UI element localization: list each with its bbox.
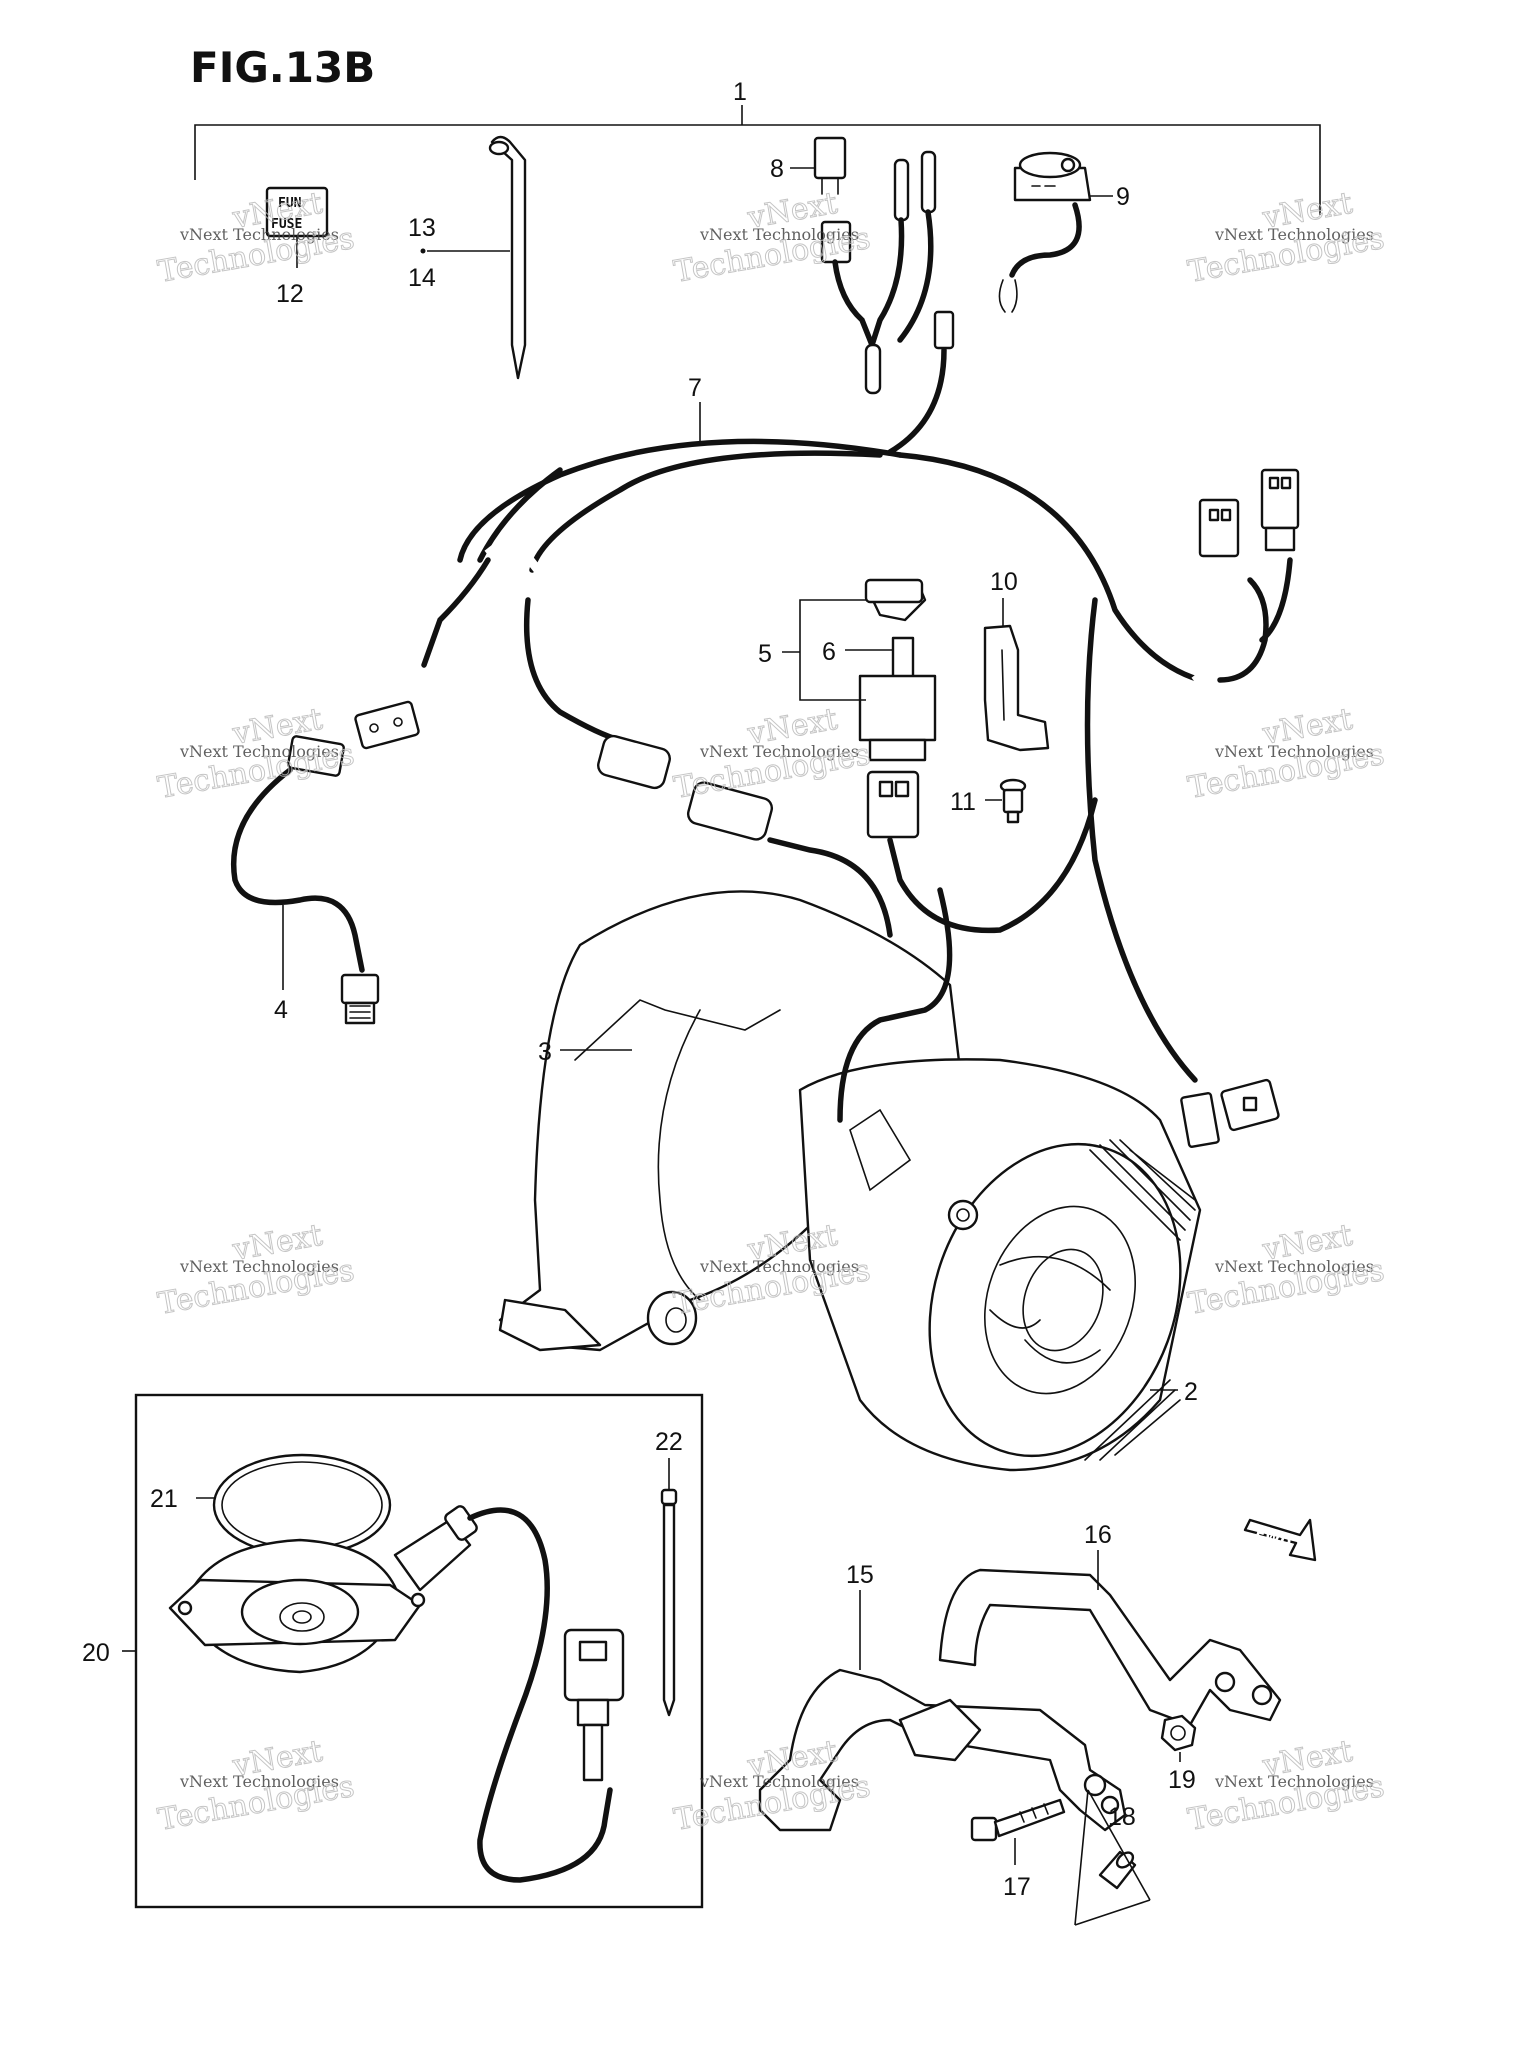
fwd-label: FWD [1253, 1525, 1293, 1552]
callout-9: 9 [1116, 183, 1130, 211]
main-wiring-harness: 7 [421, 374, 1293, 1083]
watermark-text: vNext Technologies [179, 225, 339, 244]
relay-assembly: 5 6 [758, 578, 937, 839]
callout-2: 2 [1184, 1378, 1198, 1406]
harness-connectors-right [1198, 468, 1300, 558]
inline-connectors [287, 700, 774, 841]
callout-13: 13 [408, 214, 436, 242]
callout-17: 17 [1003, 1873, 1031, 1901]
watermark-text: vNext Technologies [1214, 225, 1374, 244]
callout-21: 21 [150, 1485, 178, 1513]
fuse-sub-harness [832, 209, 955, 455]
watermark-text: vNext Technologies [179, 742, 339, 761]
watermark-text: vNext Technologies [699, 1772, 859, 1791]
fuse-label-sticker: FUN FUSE 12 [265, 186, 329, 308]
fan-bracket-15: 15 [758, 1561, 1127, 1832]
cable-tie: 13 14 [408, 135, 527, 380]
fuse-label-line1: FUN [278, 196, 302, 211]
watermark-text: vNext Technologies [1214, 1772, 1374, 1791]
cooling-fan-motor: 2 [767, 837, 1202, 1472]
fuse-label-line2: FUSE [271, 217, 302, 232]
callout-4: 4 [274, 996, 288, 1024]
assembly-bracket: 1 [194, 78, 1321, 215]
callout-22: 22 [655, 1428, 683, 1456]
ignition-module: 9 [998, 151, 1130, 313]
forward-arrow-icon: FWD [1243, 1518, 1317, 1562]
watermark-text: vNext Technologies [699, 742, 859, 761]
watermark-text: vNext Technologies [699, 225, 859, 244]
bracket-bolt: 11 [950, 778, 1027, 824]
inset-box: 20 [82, 1393, 704, 1909]
relay-bracket: 10 [983, 568, 1050, 752]
callout-1: 1 [733, 78, 747, 106]
callout-8: 8 [770, 155, 784, 183]
fan-bracket-16: 16 [938, 1521, 1282, 1727]
nut-19: 19 [1160, 1714, 1197, 1794]
fan-motor-connector [1180, 1078, 1280, 1148]
thermo-switch-housing: 21 [150, 1453, 625, 1883]
fan-shroud: 3 [498, 890, 962, 1352]
callout-11: 11 [950, 788, 976, 816]
callout-5: 5 [758, 640, 772, 668]
inset-cable-tie: 22 [655, 1428, 683, 1717]
thermo-switch: 4 [231, 767, 380, 1025]
watermark-text: vNext Technologies [699, 1257, 859, 1276]
watermark-text: vNext Technologies [179, 1257, 339, 1276]
callout-14: 14 [408, 264, 436, 292]
callout-3: 3 [538, 1038, 552, 1066]
watermark-text: vNext Technologies [1214, 1257, 1374, 1276]
callout-18: 18 [1108, 1803, 1136, 1831]
watermark-text: vNext Technologies [179, 1772, 339, 1791]
watermark-text: vNext Technologies [1214, 742, 1374, 761]
callout-16: 16 [1084, 1521, 1112, 1549]
callout-7: 7 [688, 374, 702, 402]
callout-6: 6 [822, 638, 836, 666]
callout-20: 20 [82, 1639, 110, 1667]
collar-18: 18 [1074, 1789, 1151, 1926]
callout-12: 12 [276, 280, 304, 308]
figure-title: FIG.13B [190, 43, 375, 92]
callout-19: 19 [1168, 1766, 1196, 1794]
bracket-bolt-17: 17 [970, 1798, 1066, 1901]
callout-10: 10 [990, 568, 1018, 596]
callout-15: 15 [846, 1561, 874, 1589]
